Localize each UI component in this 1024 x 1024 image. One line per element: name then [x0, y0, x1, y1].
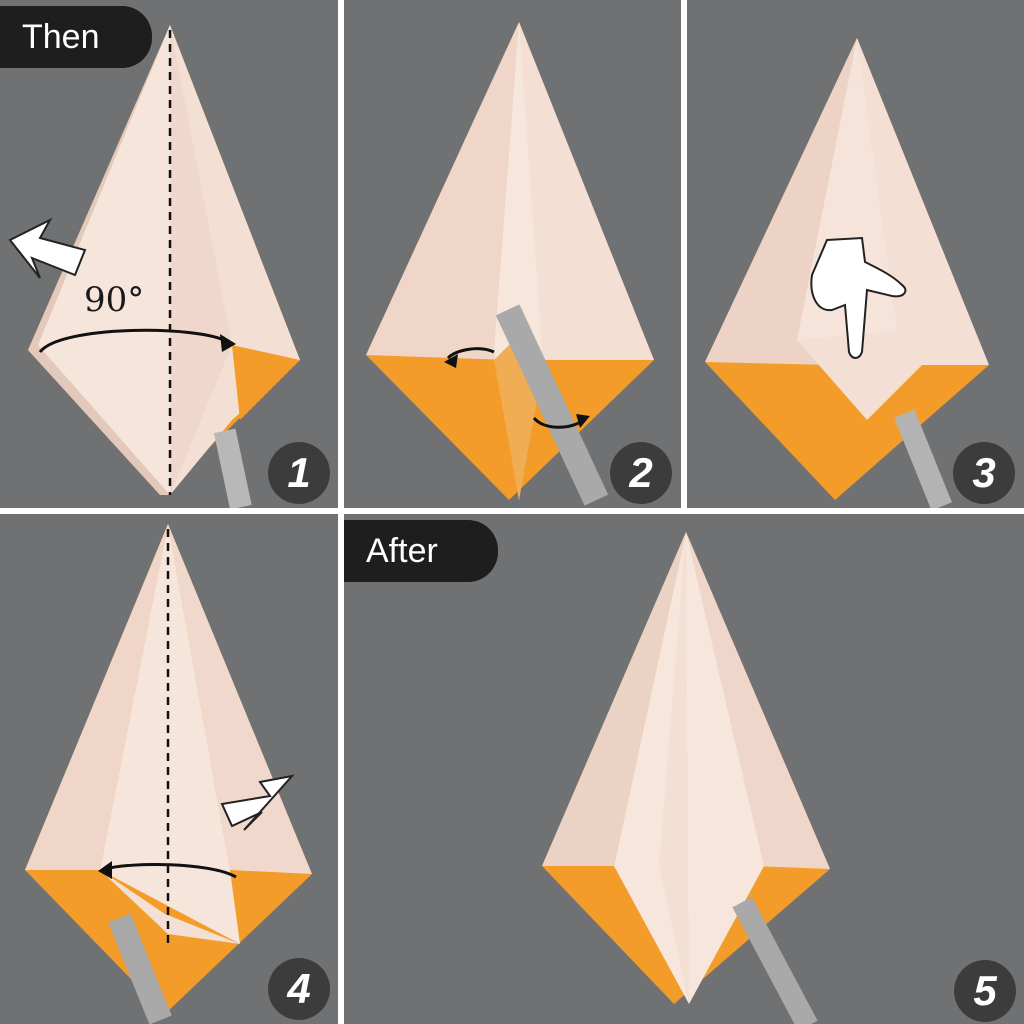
step-5-panel: 5 [344, 514, 1024, 1024]
step-2-badge: 2 [610, 442, 672, 504]
curved-arrow-icon [446, 347, 495, 360]
step-5-photo [542, 532, 830, 1024]
step-2-panel: 2 [344, 0, 681, 508]
pointing-hand-icon [810, 236, 907, 359]
step-1-photo [8, 25, 300, 508]
step-1-badge: 1 [268, 442, 330, 504]
step-3-photo [705, 38, 989, 508]
angle-label: 90° [84, 280, 145, 320]
step-5-badge: 5 [954, 960, 1016, 1022]
step-4-photo [25, 524, 312, 1024]
step-1-panel: 90° 1 [0, 0, 338, 508]
then-tag: Then [0, 6, 152, 68]
step-4-panel: 4 [0, 514, 338, 1024]
after-tag: After [344, 520, 498, 582]
step-3-panel: 3 [687, 0, 1024, 508]
step-2-photo [366, 22, 654, 506]
step-4-badge: 4 [268, 958, 330, 1020]
step-3-badge: 3 [953, 442, 1015, 504]
push-arrow-icon [220, 774, 295, 831]
push-arrow-icon [8, 217, 87, 279]
